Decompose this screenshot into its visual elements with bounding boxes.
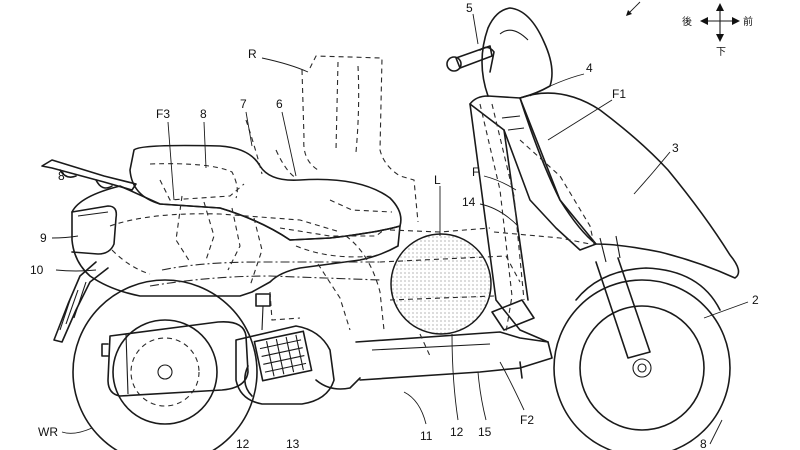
rear-mudguard <box>53 261 109 343</box>
leader-lines <box>51 13 749 445</box>
label-f3: F3 <box>156 107 170 121</box>
front-fender <box>575 267 721 311</box>
label-5: 5 <box>466 1 473 15</box>
rear-body-cover <box>71 185 401 297</box>
label-f: F <box>472 165 479 179</box>
label-7: 7 <box>240 97 247 111</box>
label-3: 3 <box>672 141 679 155</box>
front-fork <box>595 235 651 359</box>
label-f2: F2 <box>520 413 534 427</box>
label-r: R <box>248 47 257 61</box>
label-12: 12 <box>450 425 464 439</box>
label-11: 11 <box>420 429 433 443</box>
rider-outline <box>301 55 419 223</box>
compass-rear: 後 <box>682 15 692 28</box>
reference-labels: 5 4 F1 3 R F3 8 7 6 F L 14 8 9 10 2 WR 1… <box>30 1 759 450</box>
front-box <box>491 299 535 331</box>
label-6: 6 <box>276 97 283 111</box>
label-13: 13 <box>286 437 300 450</box>
steering-column <box>469 95 597 343</box>
muffler <box>101 320 249 397</box>
label-wr: WR <box>38 425 58 439</box>
label-8-lower: 8 <box>700 437 707 450</box>
rear-carrier <box>41 159 137 191</box>
label-8: 8 <box>200 107 207 121</box>
front-wheel <box>553 279 731 450</box>
compass-front: 前 <box>743 15 753 28</box>
label-14: 14 <box>462 195 476 209</box>
label-l: L <box>434 173 441 187</box>
engine-unit <box>235 293 361 405</box>
rear-wheel <box>72 279 258 450</box>
handlebar-head <box>446 7 553 99</box>
label-12-lower: 12 <box>236 437 250 450</box>
label-15: 15 <box>478 425 492 439</box>
front-cover <box>519 92 740 279</box>
label-9: 9 <box>40 231 47 245</box>
label-10: 10 <box>30 263 44 277</box>
label-4: 4 <box>586 61 593 75</box>
label-8-carrier: 8 <box>58 169 65 183</box>
direction-compass: 後 前 下 <box>682 3 753 58</box>
label-2: 2 <box>752 293 759 307</box>
label-f1: F1 <box>612 87 626 101</box>
sphere-l <box>390 233 492 335</box>
floor-step <box>355 331 553 381</box>
compass-down: 下 <box>716 47 726 58</box>
body-frame <box>109 103 595 357</box>
